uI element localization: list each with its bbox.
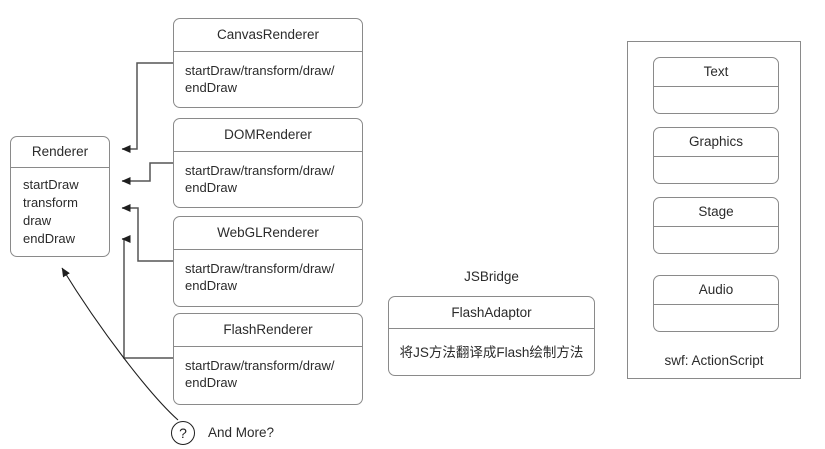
class-box-flashrenderer[interactable]: FlashRenderer startDraw/transform/draw/ … bbox=[173, 313, 363, 405]
swf-item-body bbox=[654, 305, 778, 331]
swf-item-audio[interactable]: Audio bbox=[653, 275, 779, 332]
question-mark-icon: ? bbox=[171, 421, 195, 445]
connector-and-more-to-renderer bbox=[61, 267, 179, 421]
connector-canvas-to-renderer bbox=[121, 62, 173, 153]
class-methods: startDraw/transform/draw/ endDraw bbox=[185, 163, 335, 195]
class-title: FlashRenderer bbox=[174, 314, 362, 347]
class-box-renderer[interactable]: Renderer startDraw transform draw endDra… bbox=[10, 136, 110, 257]
swf-item-title: Graphics bbox=[654, 128, 778, 157]
swf-panel-caption: swf: ActionScript bbox=[664, 353, 764, 368]
class-methods: startDraw/transform/draw/ endDraw bbox=[185, 261, 335, 293]
swf-item-graphics[interactable]: Graphics bbox=[653, 127, 779, 184]
and-more-label: And More? bbox=[208, 425, 275, 440]
connector-flash-to-renderer bbox=[121, 235, 173, 359]
class-box-domrenderer[interactable]: DOMRenderer startDraw/transform/draw/ en… bbox=[173, 118, 363, 208]
swf-item-body bbox=[654, 227, 778, 253]
swf-item-title: Text bbox=[654, 58, 778, 87]
class-methods: startDraw/transform/draw/ endDraw bbox=[185, 63, 335, 95]
class-description: 将JS方法翻译成Flash绘制方法 bbox=[399, 344, 584, 360]
class-title: CanvasRenderer bbox=[174, 19, 362, 52]
connector-dom-to-renderer bbox=[121, 162, 173, 185]
class-box-canvasrenderer[interactable]: CanvasRenderer startDraw/transform/draw/… bbox=[173, 18, 363, 108]
swf-item-title: Stage bbox=[654, 198, 778, 227]
swf-item-body bbox=[654, 87, 778, 113]
class-title: WebGLRenderer bbox=[174, 217, 362, 250]
class-title: DOMRenderer bbox=[174, 119, 362, 152]
class-methods: startDraw/transform/draw/ endDraw bbox=[185, 358, 335, 390]
jsbridge-group-label: JSBridge bbox=[464, 269, 519, 284]
swf-item-body bbox=[654, 157, 778, 183]
class-methods: startDraw transform draw endDraw bbox=[23, 177, 79, 246]
connector-webgl-to-renderer bbox=[121, 204, 173, 262]
class-box-webglrenderer[interactable]: WebGLRenderer startDraw/transform/draw/ … bbox=[173, 216, 363, 307]
class-title: Renderer bbox=[11, 137, 109, 168]
class-title: FlashAdaptor bbox=[389, 297, 594, 329]
swf-item-text[interactable]: Text bbox=[653, 57, 779, 114]
swf-item-title: Audio bbox=[654, 276, 778, 305]
swf-item-stage[interactable]: Stage bbox=[653, 197, 779, 254]
class-box-flashadaptor[interactable]: FlashAdaptor 将JS方法翻译成Flash绘制方法 bbox=[388, 296, 595, 376]
